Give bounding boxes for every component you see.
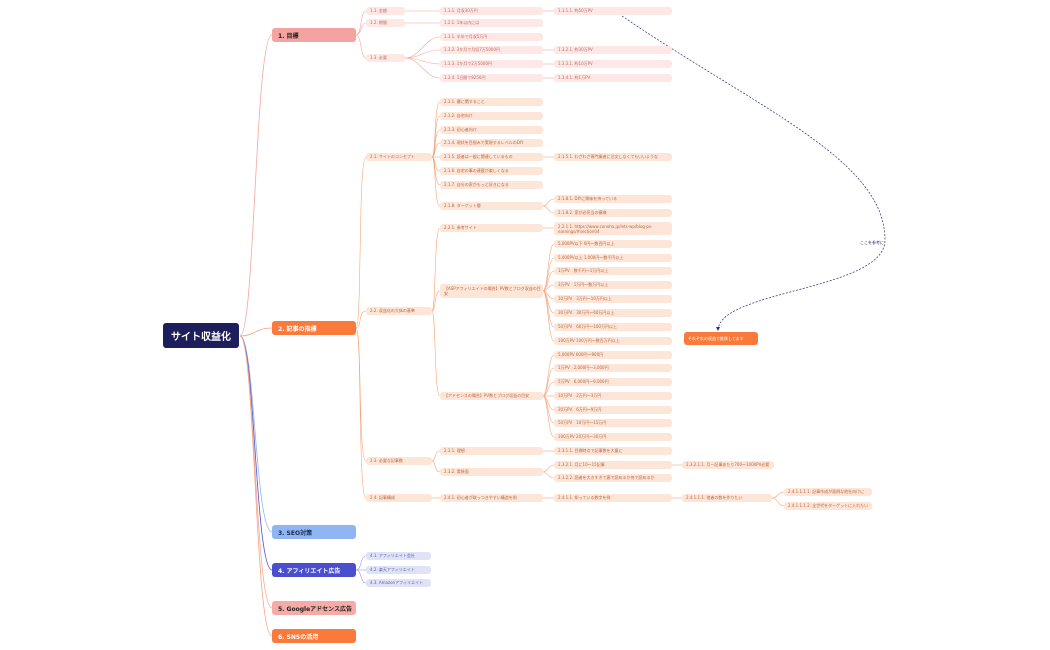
asp-row[interactable]: 5,000PV以下 0円〜数百円以上 (554, 240, 672, 248)
article-concept[interactable]: 2.1. サイトのコンセプト (366, 153, 432, 161)
topic-goal[interactable]: 1. 目標 (272, 28, 356, 42)
structure-writers[interactable]: 2.4.1.1.1.1. 記事作成が面倒な他社向けに (784, 488, 872, 496)
count-practical[interactable]: 2.3.2. 実装面 (440, 468, 543, 476)
target-diy-interest[interactable]: 2.1.8.1. DIYに興味を持っている (554, 195, 672, 203)
structure-beginner[interactable]: 2.4.1. 初心者が取っつきやすい構造を例 (440, 494, 543, 502)
goal-period[interactable]: 1.2. 期間 (366, 19, 405, 27)
adsense-row[interactable]: 100万PV 20万円〜30万円 (554, 433, 672, 441)
count-monthly[interactable]: 2.3.2.1. 月に10〜15記事 (554, 461, 672, 469)
concept-no-pro[interactable]: 2.1.5.1. わざわざ専門業者に注文しなくてもいいような (554, 153, 672, 161)
goal-half-year[interactable]: 1.3.1. 半年で月収5万円 (440, 33, 543, 41)
affiliate-rakuten[interactable]: 4.2. 楽天アフィリエイト (366, 566, 431, 574)
concept-home[interactable]: 2.1.2. 自宅向け (440, 112, 543, 120)
count-pv-per-article[interactable]: 2.3.2.1.1. 月一記事あたり700〜1000PV必要 (682, 461, 774, 469)
concept-diy-level[interactable]: 2.1.4. 現状を目指みで実現するレベルのDIY (440, 139, 543, 147)
goal-three-months[interactable]: 1.3.2. 3か月で月収7万5000円 (440, 46, 543, 54)
root-node[interactable]: サイト収益化 (163, 323, 239, 348)
adsense-row[interactable]: 5,000PV 600円〜900円 (554, 351, 672, 359)
topic-seo[interactable]: 3. SEO対策 (272, 525, 356, 539)
adsense-row[interactable]: 5万PV 6,000円〜9,000円 (554, 378, 672, 386)
target-home-owner[interactable]: 2.1.8.2. 家が必死当の模様 (554, 209, 672, 217)
asp-row[interactable]: 3万PV 1万円〜数万円以上 (554, 281, 672, 289)
asp-row[interactable]: 1万PV 数千円〜1万円以上 (554, 267, 672, 275)
adsense-row[interactable]: 50万PV 10万円〜15万円 (554, 419, 672, 427)
adsense-row[interactable]: 10万PV 2万円〜3万円 (554, 392, 672, 400)
article-count[interactable]: 2.3. 必要な記事数 (366, 457, 432, 465)
adsense-row[interactable]: 1万PV 2,000円〜3,000円 (554, 364, 672, 372)
baseline-reference[interactable]: 2.2.1. 参考サイト (440, 224, 543, 232)
goal-monthly-income[interactable]: 1.1.1. 月収30万円 (440, 7, 543, 15)
count-reader[interactable]: 2.3.2.2. 読者を大きすぎて客で読めるか何で読めるか (554, 474, 672, 482)
reference-url[interactable]: 2.2.1.1. https://www.conoha.jp/lets-wp/b… (554, 222, 672, 235)
concept-related[interactable]: 2.1.5. 読者は一般に関連しているもの (440, 153, 543, 161)
goal-three-months-pv[interactable]: 1.3.2.1. 約30万PV (554, 46, 672, 54)
goal-one-month[interactable]: 1.3.3. 1か月で2万5000円 (440, 60, 543, 68)
count-ideal[interactable]: 2.3.1. 理想 (440, 447, 543, 455)
arrowhead-icon (716, 327, 720, 331)
structure-all-ages[interactable]: 2.4.1.1.1.2. 全世代をターゲットに入れたい (784, 502, 872, 510)
adsense-row[interactable]: 30万PV 6万円〜9万円 (554, 406, 672, 414)
goal-one-day[interactable]: 1.3.4. 1日間で8250円 (440, 74, 543, 82)
topic-article-metrics[interactable]: 2. 記事の指標 (272, 321, 356, 335)
topic-adsense[interactable]: 5. Googleアドセンス広告 (272, 601, 356, 615)
asp-row[interactable]: 10万PV 3万円〜10万円以上 (554, 295, 672, 303)
concept-beginner[interactable]: 2.1.3. 初心者向け (440, 126, 543, 134)
structure-known-numbers[interactable]: 2.4.1.1. 知っている数字を例 (554, 494, 672, 502)
topic-sns[interactable]: 6. SNSの活用 (272, 629, 356, 643)
article-structure[interactable]: 2.4. 記事構成 (366, 494, 432, 502)
goal-required[interactable]: 1.3. 必要 (366, 54, 405, 62)
reference-note[interactable]: それぞれの収益で推移してます (684, 332, 758, 345)
asp-heading[interactable]: 【ASPアフィリエイトの場合】PV数とブログ収益の目安 (440, 284, 543, 298)
asp-row[interactable]: 30万PV 30万円〜60万円以上 (554, 309, 672, 317)
reference-dashed-link (621, 15, 886, 331)
goal-pv-target[interactable]: 1.1.1.1. 約50万PV (554, 7, 672, 15)
asp-row[interactable]: 100万PV 100万円〜数百万円以上 (554, 337, 672, 345)
topic-affiliate[interactable]: 4. アフィリエイト広告 (272, 563, 356, 577)
concept-fun[interactable]: 2.1.6. 自宅の事の連載が楽しくなる (440, 167, 543, 175)
goal-one-month-pv[interactable]: 1.3.3.1. 約10万PV (554, 60, 672, 68)
count-ideal-detail[interactable]: 2.3.1.1. 目標時点で記事数を大量に (554, 447, 672, 455)
goal-amount[interactable]: 1.1. 金額 (366, 7, 405, 15)
asp-row[interactable]: 5,000PV以上 1,000円〜数千円以上 (554, 254, 672, 262)
article-baseline[interactable]: 2.2. 収益化の大体の基準 (366, 307, 432, 315)
goal-within-year[interactable]: 1.2.1. 1年以内には (440, 19, 543, 27)
structure-others[interactable]: 2.4.1.1.1. 他者の数を作りたい (682, 494, 772, 502)
dash-link-label: ここを参考に (860, 240, 884, 245)
asp-row[interactable]: 50万PV 60万円〜100万円以上 (554, 323, 672, 331)
concept-target[interactable]: 2.1.8. ターゲット層 (440, 202, 543, 210)
goal-one-day-pv[interactable]: 1.3.4.1. 約1万PV (554, 74, 672, 82)
affiliate-amazon[interactable]: 4.3. Amazonアフィリエイト (366, 579, 431, 587)
adsense-heading[interactable]: 【アドセンスの場合】PV数とブログ収益の目安 (440, 392, 543, 400)
concept-home-life[interactable]: 2.1.1. 暮に関すること (440, 98, 543, 106)
affiliate-company[interactable]: 4.1. アフィリエイト会社 (366, 552, 431, 560)
concept-love-home[interactable]: 2.1.7. 自分の家がもっと好きになる (440, 181, 543, 189)
